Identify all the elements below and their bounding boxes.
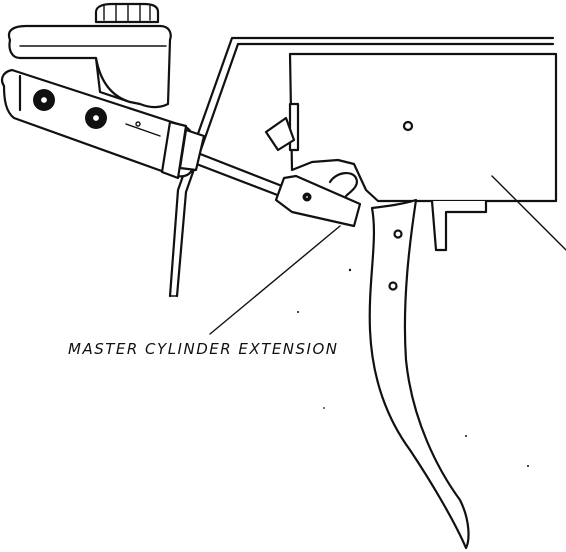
reservoir [7,2,172,109]
master-cylinder-extension-label: MASTER CYLINDER EXTENSION [68,340,339,358]
firewall-panel [168,36,555,298]
scan-specks [297,268,529,467]
pushrod [184,148,284,198]
brake-pedal-arm [368,198,470,550]
reservoir-cap-icon [94,2,160,24]
leader-lines [209,175,566,335]
master-cylinder [1,68,206,180]
master-cylinder-extension [274,174,362,228]
pedal-bracket-box [264,52,558,252]
